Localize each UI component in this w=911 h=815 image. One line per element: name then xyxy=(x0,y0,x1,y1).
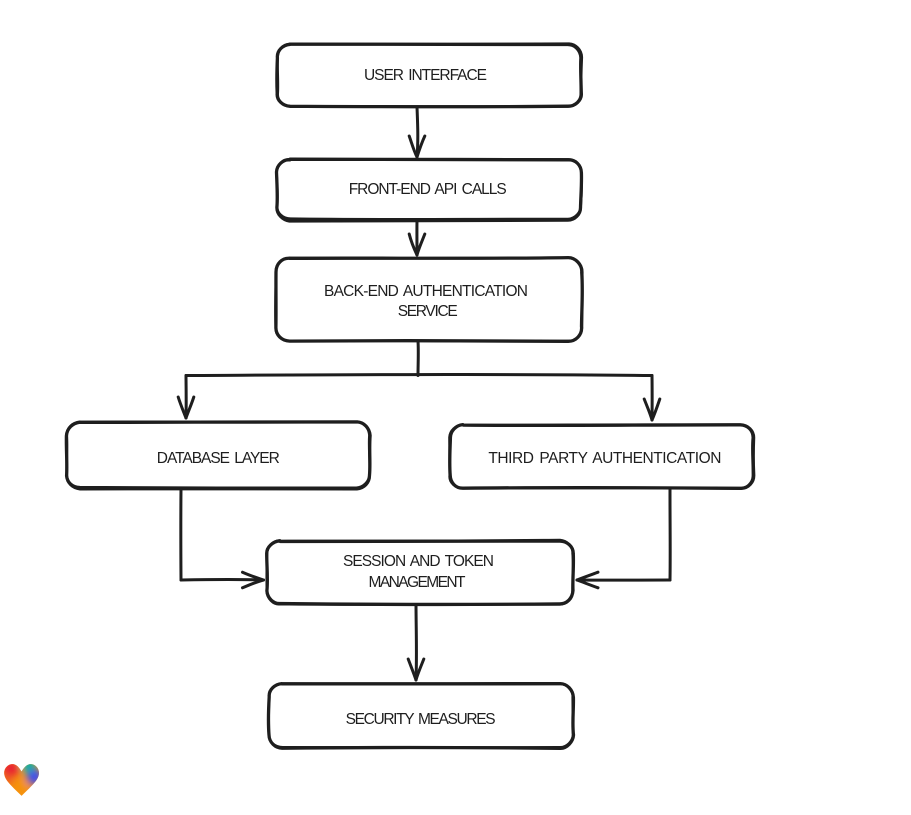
svg-text:THIRD PARTY AUTHENTICATION: THIRD PARTY AUTHENTICATION xyxy=(488,450,721,467)
svg-text:BACK-END AUTHENTICATION: BACK-END AUTHENTICATION xyxy=(324,283,528,300)
svg-text:SESSION AND TOKEN: SESSION AND TOKEN xyxy=(343,553,494,570)
svg-text:SECURITY MEASURES: SECURITY MEASURES xyxy=(346,711,496,728)
svg-text:FRONT-END API CALLS: FRONT-END API CALLS xyxy=(349,181,507,198)
svg-text:SERVICE: SERVICE xyxy=(398,303,458,320)
svg-text:MANAGEMENT: MANAGEMENT xyxy=(369,574,467,591)
svg-text:DATABASE LAYER: DATABASE LAYER xyxy=(157,450,280,467)
svg-text:USER INTERFACE: USER INTERFACE xyxy=(364,67,487,84)
